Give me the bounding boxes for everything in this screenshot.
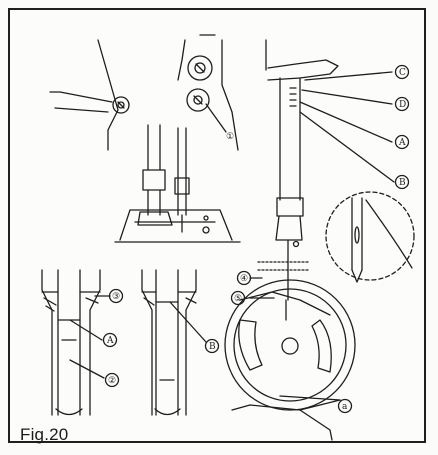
- callout-2: ②: [108, 376, 116, 386]
- callout-B: B: [399, 178, 406, 188]
- needle-bar-detail-left: [41, 269, 124, 416]
- figure-frame: [8, 8, 426, 443]
- callout-4: ④: [240, 274, 248, 284]
- needle-bar-detail-right: [141, 269, 220, 416]
- callout-B-lower: B: [209, 342, 216, 352]
- callout-5: ⑤: [234, 294, 242, 304]
- callout-3: ③: [112, 292, 120, 302]
- callout-C: C: [399, 68, 406, 78]
- callout-labels: ① C D A B ③ A ② B ④ ⑤ a: [106, 68, 406, 412]
- figure-caption: Fig.20: [20, 425, 69, 444]
- callout-A: A: [398, 138, 406, 148]
- needle-bar-drawing: [265, 39, 410, 301]
- callout-D: D: [399, 100, 406, 110]
- callout-a: a: [342, 402, 348, 412]
- needle-detail-drawing: [325, 191, 415, 283]
- callout-A-lower: A: [106, 336, 114, 346]
- rotary-hook-drawing: [224, 261, 356, 441]
- machine-head-drawing: [49, 34, 241, 243]
- callout-1: ①: [226, 132, 234, 142]
